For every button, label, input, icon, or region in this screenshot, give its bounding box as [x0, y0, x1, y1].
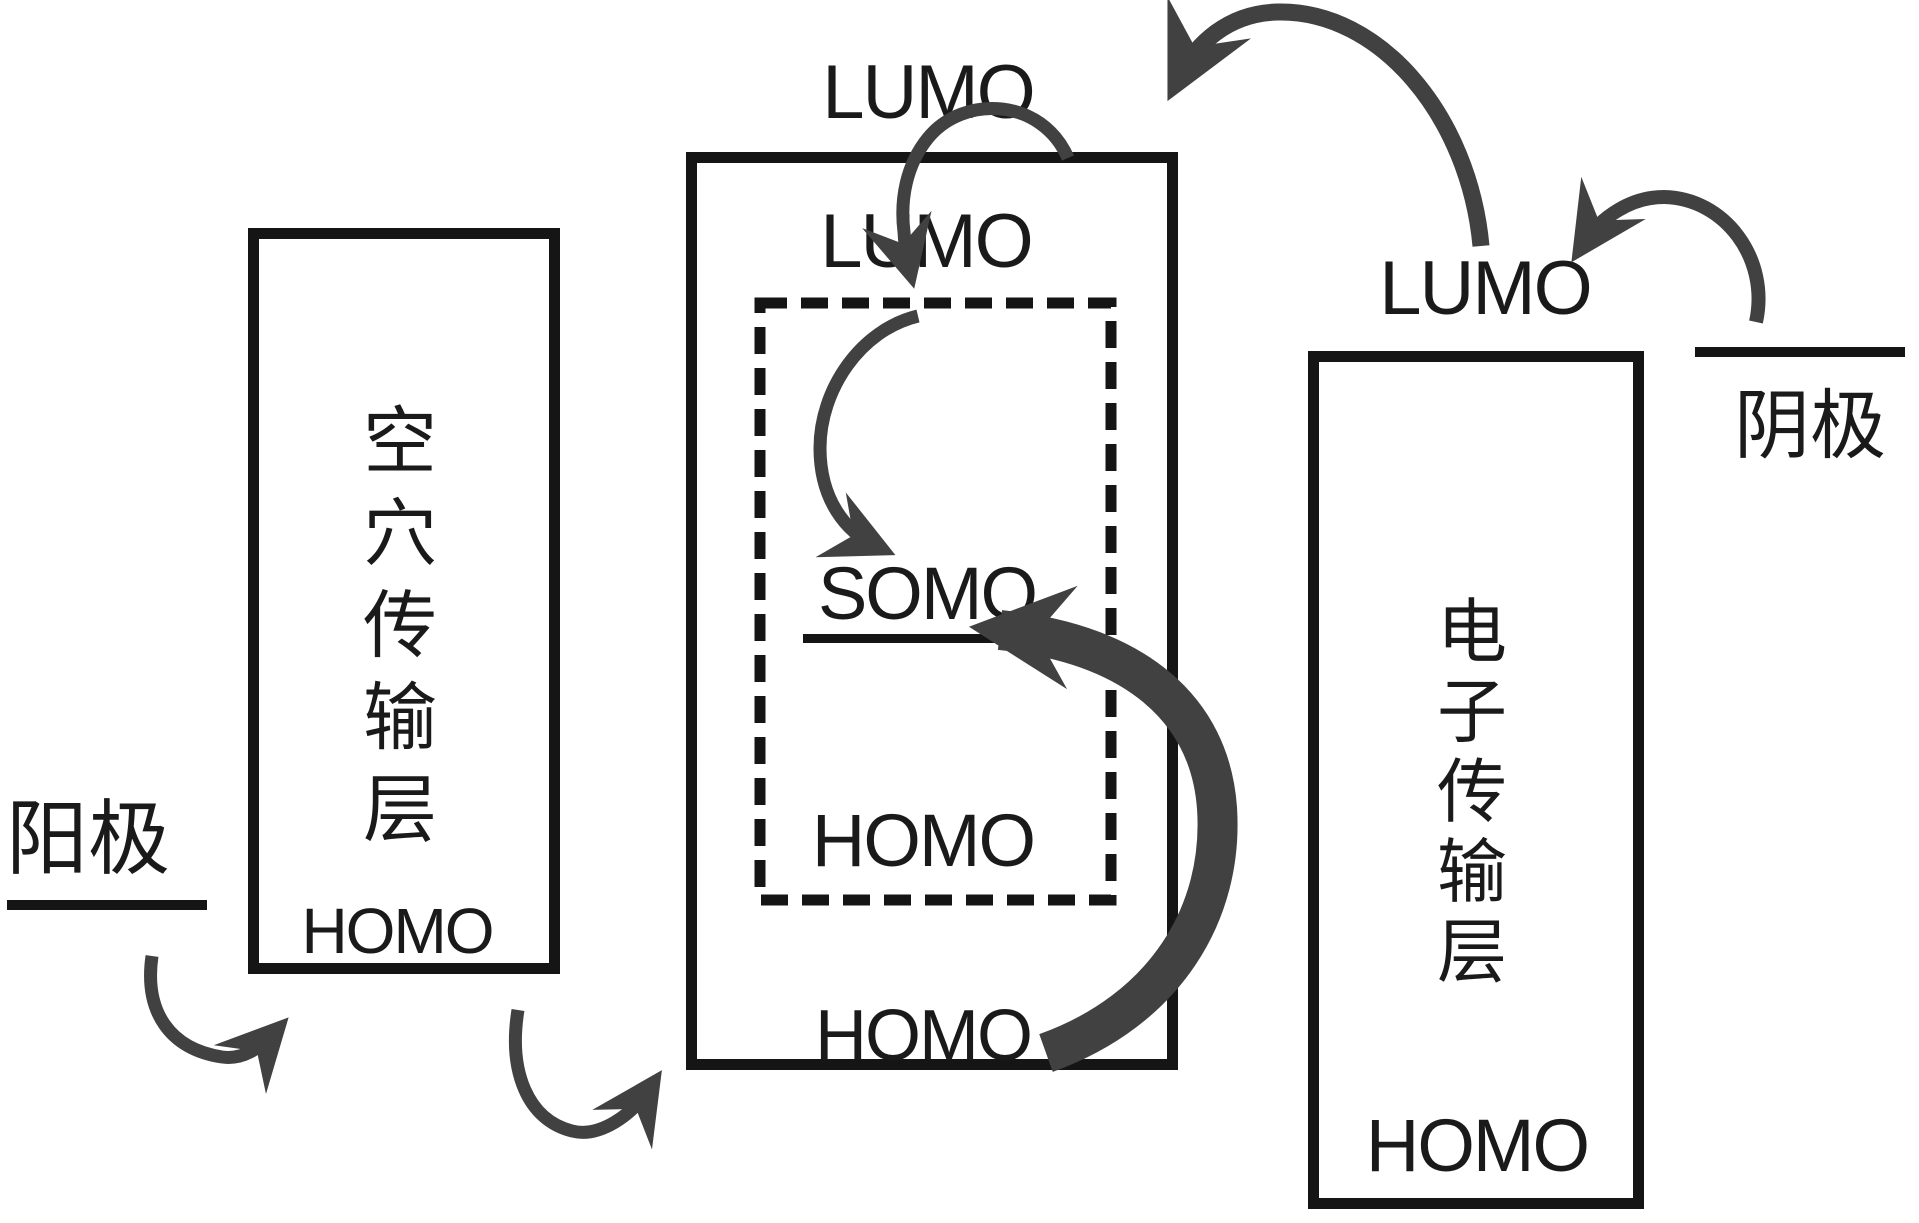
electron-transport-layer-box	[1308, 351, 1644, 1209]
etl-lumo-to-host-lumo-arrow	[1167, 0, 1490, 247]
htl-homo-label: HOMO	[301, 895, 494, 967]
dopant-lumo-label: LUMO	[820, 199, 1034, 284]
host-homo-label: HOMO	[815, 996, 1033, 1076]
somo-level-line	[803, 634, 1080, 643]
hole-transport-layer-box	[248, 228, 560, 974]
host-lumo-label: LUMO	[822, 50, 1036, 135]
cathode-to-etl-lumo-arrow	[1571, 176, 1766, 324]
dopant-somo-label: SOMO	[817, 552, 1038, 635]
dopant-homo-label: HOMO	[811, 799, 1036, 882]
anode-label: 阳极	[5, 794, 171, 885]
cathode-level-line	[1695, 347, 1905, 357]
electron-transport-layer-label: 电子传输层	[1437, 593, 1507, 991]
cathode-label: 阴极	[1734, 384, 1886, 469]
etl-lumo-label: LUMO	[1379, 246, 1593, 331]
hole-transport-layer-label: 空穴传输层	[363, 400, 437, 851]
anode-level-line	[7, 900, 207, 910]
hole-transport-htl-to-host-homo-arrow	[508, 1008, 662, 1150]
etl-homo-label: HOMO	[1365, 1104, 1590, 1187]
